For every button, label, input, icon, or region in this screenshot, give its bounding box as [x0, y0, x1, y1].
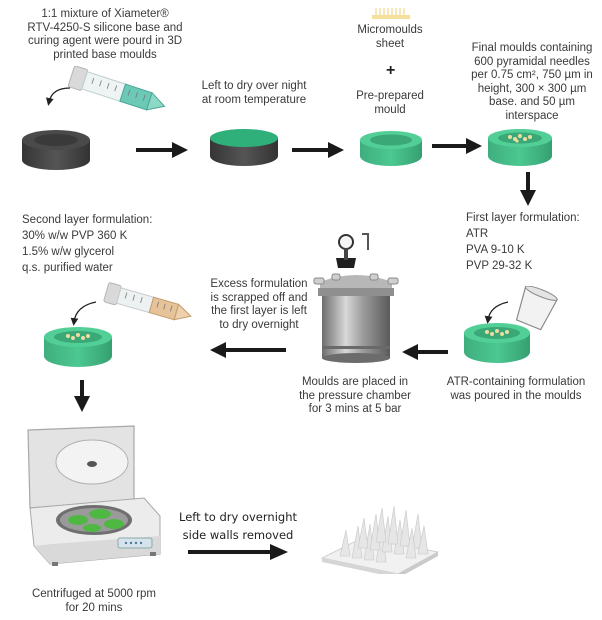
formulation-line: q.s. purified water — [22, 262, 113, 274]
flow-arrow-icon — [402, 344, 448, 360]
plus-sign: + — [386, 62, 396, 79]
microneedle-patch-icon — [320, 505, 440, 574]
step2-description: Left to dry over night at room temperatu… — [184, 80, 324, 107]
step4-line: height, 300 × 300 µm — [477, 82, 587, 95]
step7-line: to dry overnight — [219, 318, 299, 331]
step2-line: at room temperature — [201, 93, 307, 106]
step1-description: 1:1 mixture of Xiameter® RTV-4250-S sili… — [10, 8, 200, 62]
pressure-chamber-icon — [313, 233, 399, 363]
step1-line: 1:1 mixture of Xiameter® — [41, 8, 169, 20]
micromoulds-label-line: sheet — [375, 37, 405, 50]
green-mould-filled-icon — [464, 323, 530, 363]
formulation-line: 1.5% w/w glycerol — [22, 246, 115, 258]
micromoulds-label: Micromoulds sheet — [340, 24, 440, 51]
step6-caption: Moulds are placed in the pressure chambe… — [286, 376, 424, 417]
curved-arrow-icon — [484, 301, 509, 324]
black-base-mould-filled-icon — [210, 129, 278, 166]
step10-description: Left to dry overnight side walls removed — [178, 508, 298, 544]
falcon-tube-teal-icon — [67, 66, 166, 111]
caption-line: Centrifuged at 5000 rpm — [31, 588, 157, 600]
green-mould-second-layer-icon — [44, 327, 112, 367]
step7-description: Excess formulation is scrapped off and t… — [198, 278, 320, 332]
flow-arrow-icon — [432, 138, 482, 154]
caption-line: for 3 mins at 5 bar — [308, 403, 402, 415]
flow-arrow-icon — [74, 380, 90, 412]
step4-line: base. and 50 µm — [489, 96, 575, 108]
second-layer-formulation: Second layer formulation: 30% w/w PVP 36… — [22, 212, 200, 276]
step10-line: Left to dry overnight — [178, 510, 297, 524]
step9-caption: Centrifuged at 5000 rpm for 20 mins — [14, 588, 174, 615]
step4-line: interspace — [505, 109, 559, 122]
formulation-line: Second layer formulation: — [22, 214, 153, 226]
step4-line: Final moulds containing — [471, 42, 593, 54]
formulation-line: PVP 29-32 K — [466, 260, 533, 272]
formulation-line: PVA 9-10 K — [466, 244, 525, 256]
pre-prepared-mould-label: Pre-prepared mould — [340, 90, 440, 117]
flow-arrow-icon — [210, 342, 286, 358]
first-layer-formulation: First layer formulation: ATR PVA 9-10 K … — [466, 210, 602, 274]
curved-arrow-icon — [46, 87, 71, 106]
micromoulds-label-line: Micromoulds — [357, 24, 423, 36]
centrifuge-icon — [27, 425, 161, 566]
step1-line: curing agent were pourd in 3D — [27, 35, 183, 47]
caption-line: the pressure chamber — [299, 389, 411, 402]
caption-line: was poured in the moulds — [450, 389, 582, 402]
step7-line: the first layer is left — [211, 305, 307, 317]
caption-line: Moulds are placed in — [301, 376, 409, 388]
caption-line: for 20 mins — [65, 601, 123, 614]
step7-line: Excess formulation — [210, 278, 308, 290]
step4-description: Final moulds containing 600 pyramidal ne… — [462, 42, 602, 123]
step7-line: is scrapped off and — [210, 291, 308, 304]
flow-arrow-icon — [136, 142, 188, 158]
flow-arrow-icon — [188, 544, 288, 560]
micromould-sheet-icon — [372, 8, 410, 19]
step10-line: side walls removed — [182, 528, 294, 542]
step1-line: printed base moulds — [53, 48, 157, 61]
mould-label-line: mould — [374, 103, 406, 116]
falcon-tube-tan-icon — [103, 282, 192, 321]
formulation-line: ATR — [466, 228, 489, 240]
flow-arrow-icon — [292, 142, 344, 158]
step1-line: RTV-4250-S silicone base and — [27, 21, 183, 34]
step2-line: Left to dry over night — [201, 80, 307, 92]
step4-line: per 0.75 cm², 750 µm in — [471, 69, 593, 81]
formulation-line: First layer formulation: — [466, 212, 580, 224]
flow-arrow-icon — [520, 172, 536, 206]
black-base-mould-icon — [22, 130, 90, 170]
curved-arrow-icon — [70, 301, 97, 326]
formulation-line: 30% w/w PVP 360 K — [22, 230, 128, 242]
green-mould-icon — [360, 131, 422, 166]
step5-caption: ATR-containing formulation was poured in… — [432, 376, 600, 403]
mould-label-line: Pre-prepared — [356, 90, 424, 102]
green-mould-with-needles-icon — [488, 129, 552, 166]
caption-line: ATR-containing formulation — [446, 376, 586, 388]
beaker-icon — [515, 286, 558, 331]
step4-line: 600 pyramidal needles — [474, 55, 590, 68]
